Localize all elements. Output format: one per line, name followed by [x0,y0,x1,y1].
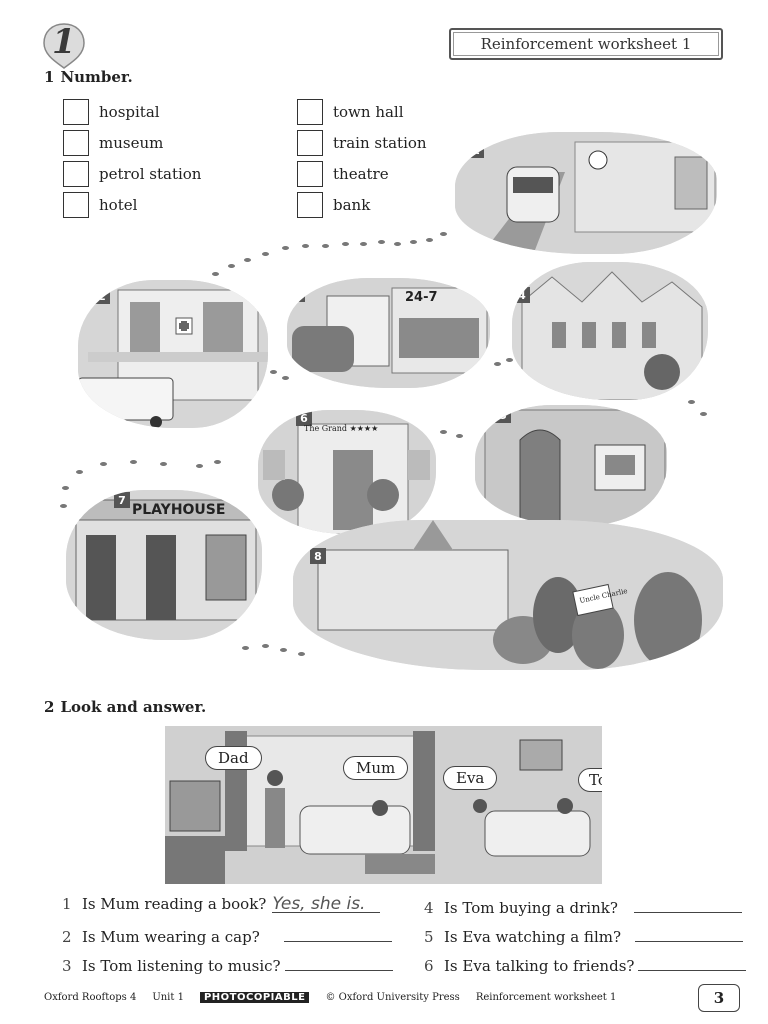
hospital-illustration [78,280,268,428]
petrol-sign: 24-7 [405,290,438,305]
unit-badge [42,22,85,69]
question-row: 1 Is Mum reading a book? Yes, she is. [62,894,381,914]
answer-field[interactable] [638,952,747,971]
word-item: hotel [63,189,201,220]
footer-worksheet: Reinforcement worksheet 1 [475,992,617,1003]
question-text: Is Mum wearing a cap? [82,928,260,946]
word-item: hospital [63,96,201,127]
scene-label-2: 2 [94,288,110,304]
scene-label-3: 3 [289,286,305,302]
scene-label-6: 6 [296,410,312,426]
word-item: town hall [297,96,427,127]
unit-number: 1 [52,22,76,62]
question-number: 2 [62,928,72,946]
exercise-2-number: 2 [44,698,55,716]
scene-label-8: 8 [310,548,326,564]
word-item: bank [297,189,427,220]
hotel-illustration [258,410,436,534]
word-label: town hall [333,102,404,121]
exercise-1-number: 1 [44,68,55,86]
unit-badge-shape [43,23,85,69]
footer: Oxford Rooftops 4 Unit 1 PHOTOCOPIABLE ©… [44,992,616,1003]
question-row: 3 Is Tom listening to music? [62,952,393,975]
theatre-illustration [66,490,262,640]
word-list-left: hospital museum petrol station hotel [63,96,201,220]
word-label: train station [333,133,427,152]
footer-book: Oxford Rooftops 4 [44,992,137,1003]
petrol-station-illustration [287,278,490,388]
question-row: 5 Is Eva watching a film? [424,923,744,946]
word-label: petrol station [99,164,202,183]
bank-illustration [475,405,667,525]
word-item: petrol station [63,158,201,189]
photocopiable-badge: PHOTOCOPIABLE [199,992,310,1003]
speech-bubble-mum: Mum [343,756,409,780]
question-text: Is Mum reading a book? [82,895,267,913]
number-box[interactable] [297,129,323,156]
scene-hotel: 6 The Grand ★★★★ [258,410,436,534]
question-text: Is Tom listening to music? [82,957,281,975]
speech-bubble-dad: Dad [205,746,262,770]
town-hall-illustration [512,262,708,400]
number-box[interactable] [63,191,89,218]
speech-bubble-tom: Tom [578,768,602,792]
scene-hospital: 2 [78,280,268,428]
question-row: 2 Is Mum wearing a cap? [62,923,392,946]
scene-train-station: 1 [455,132,717,254]
scene-label-4: 4 [514,287,530,303]
word-label: bank [333,195,371,214]
word-label: hotel [99,195,138,214]
question-number: 5 [424,928,434,946]
scene-bank: 5 [475,405,667,525]
exercise-2-title: Look and answer. [60,698,207,716]
question-number: 1 [62,895,72,913]
worksheet-title: Reinforcement worksheet 1 [449,28,723,60]
question-text: Is Eva watching a film? [444,928,622,946]
question-number: 4 [424,899,434,917]
question-row: 6 Is Eva talking to friends? [424,952,747,975]
number-box[interactable] [297,160,323,187]
exercise-1-heading: 1 Number. [44,68,133,86]
number-box[interactable] [63,129,89,156]
word-item: train station [297,127,427,158]
word-item: theatre [297,158,427,189]
number-box[interactable] [63,98,89,125]
speech-bubble-eva: Eva [443,766,498,790]
question-text: Is Tom buying a drink? [444,899,618,917]
answer-field[interactable] [633,894,742,913]
footer-copyright: © Oxford University Press [325,992,460,1003]
answer-field[interactable] [283,923,392,942]
scene-museum: 8 Uncle Charlie [293,520,723,670]
museum-illustration [293,520,723,670]
question-number: 3 [62,957,72,975]
page-number: 3 [698,984,740,1012]
number-box[interactable] [297,191,323,218]
question-number: 6 [424,957,434,975]
question-row: 4 Is Tom buying a drink? [424,894,742,917]
exercise-2-heading: 2 Look and answer. [44,698,206,716]
word-label: hospital [99,102,160,121]
question-text: Is Eva talking to friends? [444,957,635,975]
number-box[interactable] [63,160,89,187]
word-label: museum [99,133,164,152]
theatre-sign: PLAYHOUSE [132,502,226,518]
hotel-sign: The Grand ★★★★ [304,424,379,433]
word-item: museum [63,127,201,158]
number-box[interactable] [297,98,323,125]
exercise-1-title: Number. [60,68,133,86]
train-station-illustration [455,132,717,254]
scene-theatre: 7 PLAYHOUSE [66,490,262,640]
word-list-right: town hall train station theatre bank [297,96,427,220]
scene-label-1: 1 [468,142,484,158]
answer-field[interactable] [284,952,393,971]
scene-petrol-station: 3 24-7 [287,278,490,388]
scene-label-5: 5 [495,407,511,423]
footer-unit: Unit 1 [152,992,184,1003]
answer-field[interactable] [635,923,744,942]
word-label: theatre [333,164,389,183]
answer-field[interactable]: Yes, she is. [272,894,381,914]
scene-label-7: 7 [114,492,130,508]
living-room-illustration: Dad Mum Eva Tom [165,726,602,884]
scene-town-hall: 4 [512,262,708,400]
